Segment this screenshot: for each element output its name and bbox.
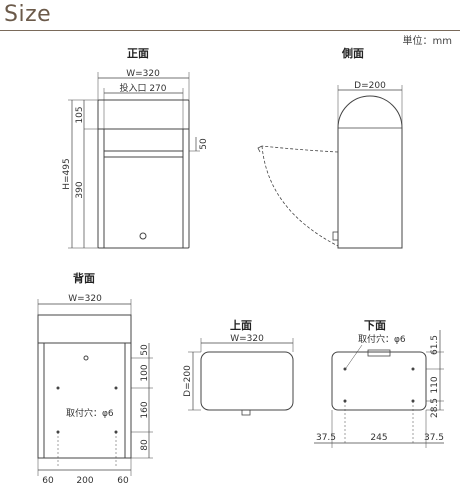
top-view [188,338,294,416]
back-dim-label-4: 80 [140,439,150,451]
back-view [37,299,153,476]
bottom-latch [367,349,391,357]
back-dim-label-2: 100 [140,364,150,381]
back-dim-label-3: 160 [140,401,150,418]
title-underline [0,30,460,31]
bottom-dim-label-3: 28.5 [430,398,440,418]
back-hole-label: 取付穴：φ6 [66,407,114,419]
bottom-dim-label-1: 61.5 [430,335,440,355]
front-lower-label: 390 [75,181,85,198]
back-bottom-label-2: 200 [76,476,93,486]
front-body-outline [97,99,190,249]
back-mount-hole [114,386,118,390]
bottom-hole-label: 取付穴：φ6 [358,333,406,345]
side-view-heading: 側面 [342,47,364,60]
side-depth-label: D=200 [354,81,386,91]
front-height-label: H=495 [62,158,72,190]
back-hanging-hole [83,355,89,361]
top-view-heading: 上面 [230,319,252,332]
back-bottom-label-1: 60 [42,476,54,486]
side-view [257,85,403,249]
back-width-label: W=320 [68,294,102,304]
bottom-bottom-label-3: 37.5 [424,433,444,443]
bottom-bottom-label-2: 245 [370,433,387,443]
front-upper-label: 105 [75,106,85,123]
bottom-bottom-label-1: 37.5 [316,433,336,443]
back-view-heading: 背面 [73,272,95,285]
front-view-heading: 正面 [127,47,149,60]
bottom-dim-label-2: 110 [430,376,440,393]
back-mount-hole [56,386,60,390]
front-slot-height-label: 50 [199,138,209,150]
side-latch [332,231,339,241]
side-door-swing-arc [261,145,339,247]
bottom-mount-hole [411,367,415,371]
back-body-outline [37,314,132,459]
bottom-mount-hole [343,367,347,371]
bottom-view [314,330,444,448]
bottom-view-heading: 下面 [364,319,386,332]
back-bottom-label-3: 60 [117,476,129,486]
bottom-body-outline [331,351,427,411]
front-view [68,72,200,249]
back-dim-label-1: 50 [140,344,150,356]
front-lock [139,232,147,240]
front-slot-label: 投入口 270 [119,82,166,94]
front-width-label: W=320 [126,69,160,79]
top-width-label: W=320 [230,334,264,344]
side-body-outline [337,95,403,249]
top-depth-label: D=200 [183,365,193,397]
top-body-outline [200,351,294,411]
unit-label: 単位：mm [402,36,452,47]
top-latch [241,409,251,416]
page-title: Size [4,2,52,27]
side-door-swing-top [261,145,339,153]
